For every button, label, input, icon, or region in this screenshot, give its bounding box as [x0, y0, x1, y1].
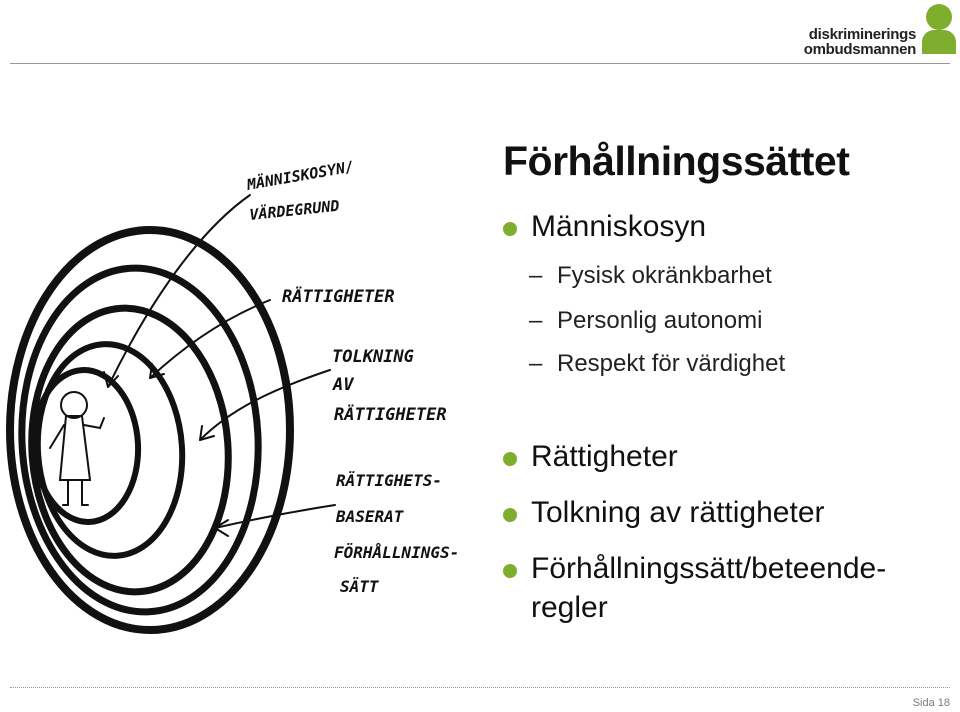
bullet-dot-icon [503, 452, 517, 466]
sketch-label-vardegrund: VÄRDEGRUND [248, 196, 340, 224]
sketch-label-rattigheter-2: RÄTTIGHETER [334, 403, 447, 425]
bullet-text-continuation: regler [531, 591, 608, 624]
header-divider [10, 63, 950, 64]
logo-text-line2: ombudsmannen [803, 41, 917, 58]
sketch-label-forhallnings: FÖRHÅLLNINGS- [334, 543, 459, 562]
sub-bullet-text: Respekt för värdighet [557, 350, 786, 377]
sketch-label-av: AV [332, 375, 354, 395]
bullet-text: Människosyn [531, 210, 707, 243]
sub-bullet-text: Fysisk okränkbarhet [557, 262, 772, 289]
sketch-label-satt: SÄTT [340, 577, 380, 596]
sub-bullet-text: Personlig autonomi [557, 307, 763, 334]
footer-divider [10, 687, 950, 688]
bullet-text: Rättigheter [531, 440, 678, 473]
sketch-label-manniskosyn: MÄNNISKOSYN/ [244, 156, 355, 194]
sketch-label-baserat: BASERAT [335, 507, 405, 526]
arrow-tolkning [199, 369, 331, 441]
arrow-forhallningssatt [214, 504, 336, 529]
bullet-dot-icon [503, 222, 517, 236]
arrow-rattigheter [149, 299, 271, 379]
sketch-ring-outer [6, 226, 294, 634]
bullet-dot-icon [503, 564, 517, 578]
sketch-label-rattigheter: RÄTTIGHETER [282, 285, 395, 307]
sketch-label-tolkning: TOLKNING [332, 347, 414, 367]
arrow-manniskosyn [107, 194, 251, 388]
page-number: Sida 18 [912, 697, 950, 709]
sketch-label-rattighets: RÄTTIGHETS- [336, 471, 442, 490]
dash-icon: – [529, 307, 543, 334]
sketch-arrows [103, 194, 336, 537]
logo-figure-head-icon [926, 4, 952, 30]
slide-title: Förhållningssättet [503, 138, 850, 184]
stick-figure-icon [49, 391, 105, 506]
dash-icon: – [529, 262, 543, 289]
sketch-ring-2 [18, 264, 262, 616]
bullet-text: Tolkning av rättigheter [531, 496, 825, 529]
sketch-ring-inner [30, 367, 142, 525]
sketch-ring-4 [34, 341, 186, 559]
organization-logo: diskriminerings ombudsmannen [803, 4, 956, 58]
concentric-circles-sketch: MÄNNISKOSYN/ VÄRDEGRUND RÄTTIGHETER TOLK… [6, 156, 459, 634]
bullet-text: Förhållningssätt/beteende- [531, 552, 887, 585]
logo-figure-body-icon [922, 30, 956, 54]
bullet-dot-icon [503, 508, 517, 522]
logo-text-line1: diskriminerings [808, 26, 917, 43]
dash-icon: – [529, 350, 543, 377]
